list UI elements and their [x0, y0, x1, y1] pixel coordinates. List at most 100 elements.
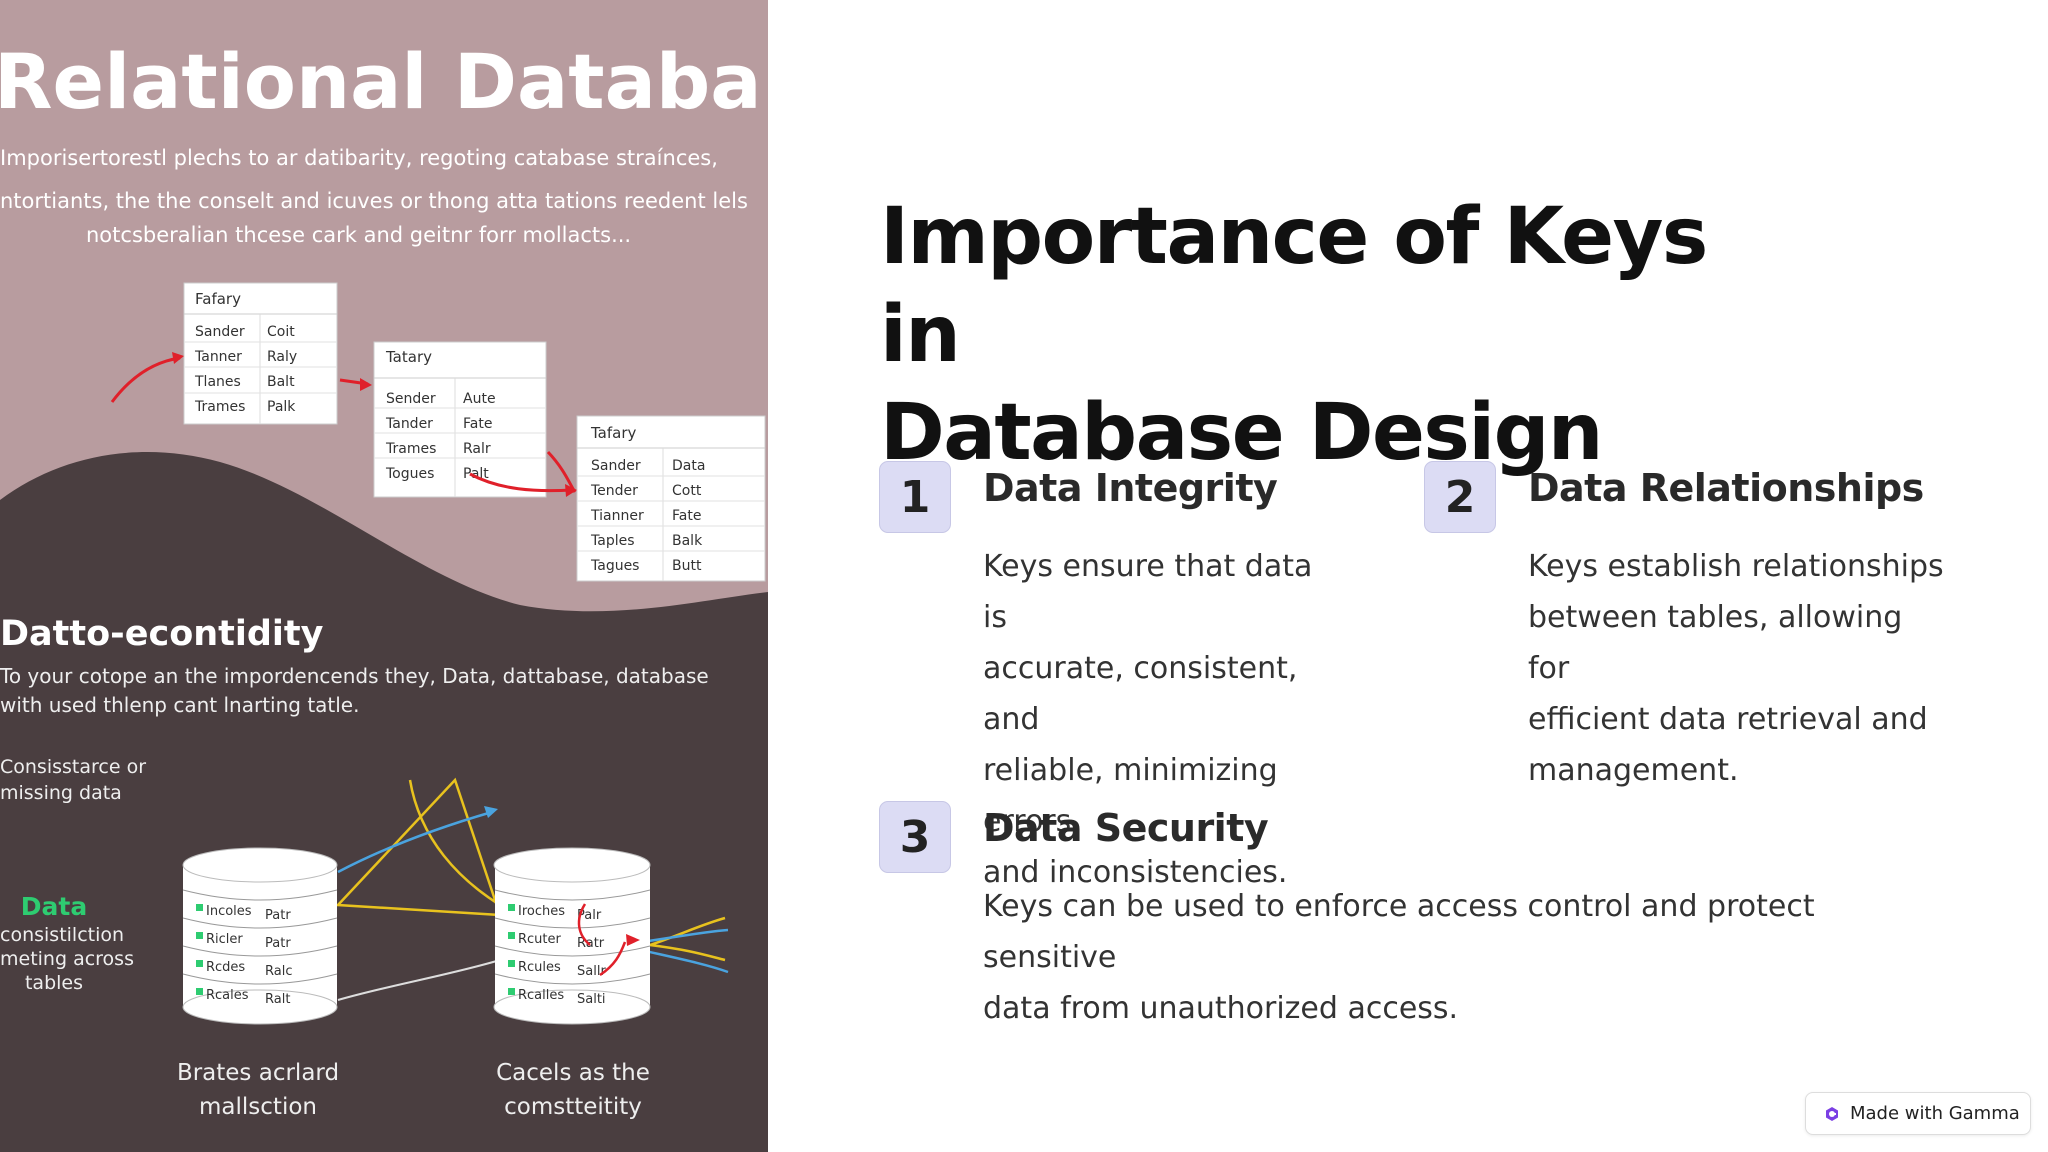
illustration-table-3: Tafary Sander Data Tender Cott Tianner F…	[576, 415, 766, 582]
cylinder-1-cell: Patr	[265, 908, 291, 923]
cylinder-1-cell: Patr	[265, 936, 291, 951]
illustration-side-note-line-2: missing data	[0, 782, 122, 804]
table-1-cell: Balt	[267, 374, 295, 390]
item-title: Data Relationships	[1528, 466, 1924, 510]
illustration-side-data-line-1: consistilction	[0, 924, 124, 946]
illustration-image: Relational Databaise Imporisertorestl pl…	[0, 0, 768, 1152]
table-3-cell: Tianner	[590, 508, 644, 524]
item-description-line: data from unauthorized access.	[983, 991, 1459, 1026]
illustration-intro-line-3: notcsberalian thcese cark and geitnr for…	[86, 223, 631, 247]
key-item-data-relationships: 2 Data Relationships Keys establish rela…	[1424, 461, 1944, 788]
illustration-side-data-label: Data	[21, 892, 87, 921]
item-number-badge: 3	[879, 801, 951, 873]
illustration-svg: Relational Databaise Imporisertorestl pl…	[0, 0, 768, 1152]
table-1-cell: Palk	[267, 399, 296, 415]
cylinder-2-cell: Ratr	[577, 936, 605, 951]
table-1-title: Fafary	[195, 290, 241, 308]
item-description-line: Keys can be used to enforce access contr…	[983, 889, 1815, 975]
table-2-cell: Palt	[463, 466, 489, 482]
item-number-badge: 2	[1424, 461, 1496, 533]
table-2-cell: Fate	[463, 416, 492, 432]
illustration-intro-line-2: ntortiants, the the conselt and icuves o…	[0, 189, 748, 213]
illustration-side-data-line-3: tables	[25, 972, 83, 994]
key-item-data-security: 3 Data Security Keys can be used to enfo…	[879, 801, 1879, 1026]
illustration-heading: Relational Databaise	[0, 37, 768, 126]
illustration-intro-line-1: Imporisertorestl plechs to ar datibarity…	[0, 146, 718, 170]
cylinder-1-cell: Ralc	[265, 964, 292, 979]
cylinder-2-cell: Palr	[577, 908, 602, 923]
table-1-cell: Coit	[267, 324, 295, 340]
table-3-cell: Data	[672, 458, 705, 474]
gamma-logo-icon	[1826, 1106, 1838, 1121]
key-item-data-integrity: 1 Data Integrity Keys ensure that data i…	[879, 461, 1339, 890]
table-1-cell: Sander	[195, 324, 245, 340]
table-3-cell: Tender	[590, 483, 638, 499]
table-3-cell: Sander	[591, 458, 641, 474]
table-1-cell: Tlanes	[194, 374, 241, 390]
made-with-gamma-badge[interactable]: Made with Gamma	[1805, 1092, 2031, 1135]
item-title: Data Security	[983, 806, 1269, 850]
cylinder-1-caption-line-1: Brates acrlard	[177, 1060, 339, 1086]
illustration-sub-line-2: with used thlenp cant lnarting tatle.	[0, 693, 359, 717]
cylinder-1-cell: Rcdes	[206, 960, 245, 975]
table-3-cell: Cott	[672, 483, 702, 499]
illustration-side-data-line-2: meting across	[0, 948, 134, 970]
item-description-line: and inconsistencies.	[983, 855, 1288, 890]
cylinder-2-caption-line-2: comstteitity	[504, 1094, 642, 1120]
illustration-side-note-line-1: Consisstarce or	[0, 756, 146, 778]
table-2-cell: Tander	[385, 416, 433, 432]
item-description: Keys can be used to enforce access contr…	[983, 881, 1879, 1034]
illustration-link-line	[337, 959, 501, 1001]
item-description-line: efficient data retrieval and	[1528, 702, 1928, 737]
illustration-yellow-lines	[335, 777, 726, 962]
cylinder-1-cell: Incoles	[206, 904, 252, 919]
cylinder-1-cell: Ricler	[206, 932, 243, 947]
illustration-cylinder-1: Incoles Patr Ricler Patr Rcdes Ralc Rcal…	[182, 847, 338, 1025]
illustration-subheading: Datto-econtidity	[0, 614, 324, 654]
item-description-line: Keys establish relationships	[1528, 549, 1944, 584]
table-2-cell: Sender	[386, 391, 436, 407]
badge-label: Made with Gamma	[1850, 1103, 2020, 1124]
slide-title-line-1: Importance of Keys in	[880, 192, 1708, 380]
illustration-cylinder-2: Iroches Palr Rcuter Ratr Rcules Sallr Rc…	[493, 847, 651, 1025]
cylinder-2-cell: Salti	[577, 992, 606, 1007]
item-description-line: management.	[1528, 753, 1739, 788]
slide-title: Importance of Keys in Database Design	[880, 188, 1780, 482]
item-description-line: between tables, allowing for	[1528, 600, 1903, 686]
illustration-table-2: Tatary Sender Aute Tander Fate Trames Ra…	[373, 341, 547, 498]
cylinder-1-caption-line-2: mallsction	[199, 1094, 317, 1120]
item-number-badge: 1	[879, 461, 951, 533]
table-1-cell: Tanner	[194, 349, 242, 365]
illustration-arrowheads	[172, 352, 577, 497]
table-3-cell: Tagues	[590, 558, 639, 574]
table-3-cell: Fate	[672, 508, 701, 524]
table-2-title: Tatary	[385, 348, 432, 366]
table-3-cell: Balk	[672, 533, 703, 549]
table-2-cell: Ralr	[463, 441, 491, 457]
table-2-cell: Aute	[463, 391, 496, 407]
table-1-cell: Raly	[267, 349, 297, 365]
item-description-line: reliable, minimizing errors	[983, 753, 1278, 839]
item-description: Keys establish relationships between tab…	[1528, 541, 1944, 796]
cylinder-1-cell: Rcales	[206, 988, 249, 1003]
table-1-cell: Trames	[194, 399, 245, 415]
cylinder-2-cell: Sallr	[577, 964, 606, 979]
slide-content: Importance of Keys in Database Design 1 …	[768, 0, 2048, 1152]
cylinder-2-cell: Rcules	[518, 960, 561, 975]
cylinder-2-caption-line-1: Cacels as the	[496, 1060, 650, 1086]
table-3-cell: Butt	[672, 558, 702, 574]
cylinder-2-cell: Iroches	[518, 904, 565, 919]
cylinder-2-cell: Rcuter	[518, 932, 562, 947]
item-description: Keys ensure that data is accurate, consi…	[983, 541, 1339, 898]
table-2-cell: Togues	[385, 466, 434, 482]
item-description-line: Keys ensure that data is	[983, 549, 1313, 635]
illustration-table-1: Fafary Sander Coit Tanner Raly Tlanes Ba…	[183, 282, 338, 425]
item-description-line: accurate, consistent, and	[983, 651, 1298, 737]
table-3-title: Tafary	[590, 424, 637, 442]
item-title: Data Integrity	[983, 466, 1278, 510]
table-2-cell: Trames	[385, 441, 436, 457]
illustration-sub-line-1: To your cotope an the impordencends they…	[0, 664, 709, 688]
table-3-cell: Taples	[590, 533, 635, 549]
cylinder-2-cell: Rcalles	[518, 988, 564, 1003]
